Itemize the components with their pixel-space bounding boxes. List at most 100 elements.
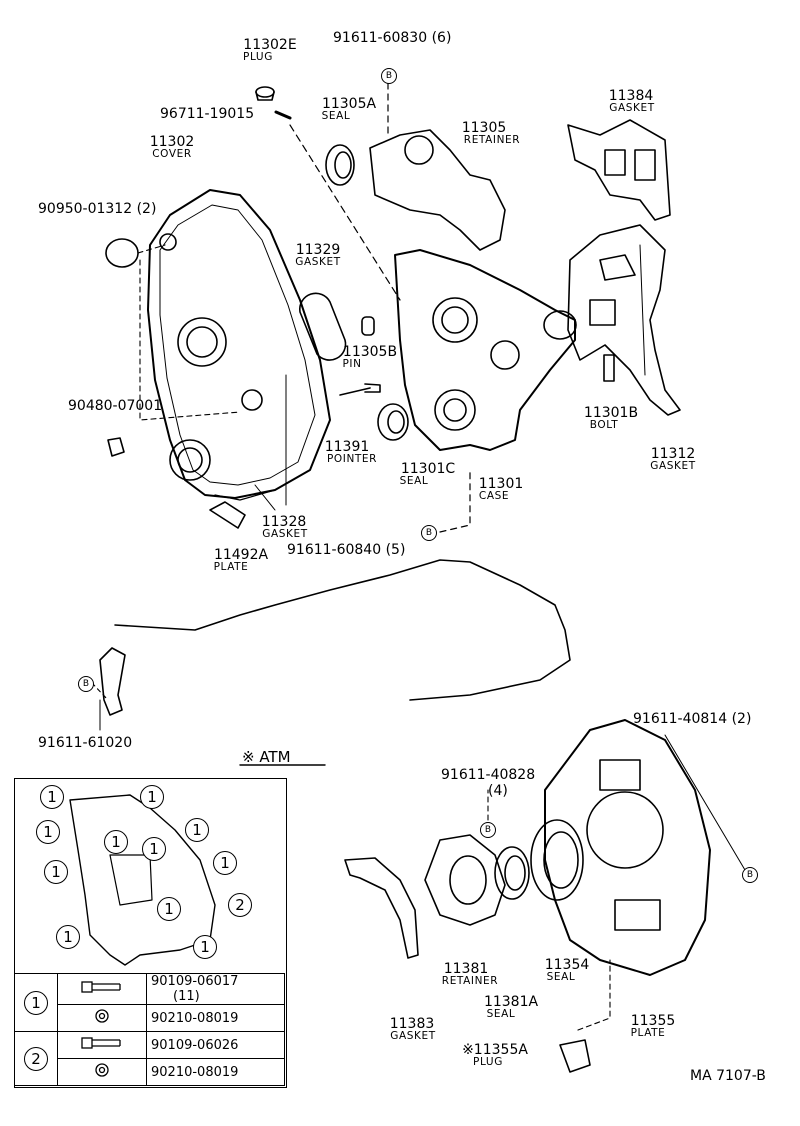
atm-mark-1: 1 xyxy=(44,860,68,884)
label-91611-60830: 91611-60830 (6) xyxy=(333,30,452,46)
label-11302e-name: PLUG xyxy=(243,51,273,63)
plate-11355-drawing xyxy=(544,719,711,976)
label-11312-num: 11312 xyxy=(650,446,696,462)
atm-mark-1: 1 xyxy=(40,785,64,809)
label-11492a-num: 11492A xyxy=(213,547,269,563)
gasket-11312-drawing xyxy=(567,224,681,416)
bolt-icon xyxy=(81,981,121,993)
label-11302-name: COVER xyxy=(152,148,192,160)
atm-mark-1: 1 xyxy=(56,925,80,949)
label-11384-num: 11384 xyxy=(608,88,654,104)
legend-row: 2 90109-06026 xyxy=(14,1031,285,1086)
label-11301b-name: BOLT xyxy=(589,419,619,431)
label-11305-num: 11305 xyxy=(461,120,507,136)
legend-row: 90210-08019 xyxy=(15,1058,285,1086)
label-11305a-num: 11305A xyxy=(321,96,377,112)
label-96711-19015: 96711-19015 xyxy=(160,106,255,122)
gasket-11383-drawing xyxy=(344,857,419,959)
label-11312-name: GASKET xyxy=(650,460,696,472)
label-91611-60840: 91611-60840 (5) xyxy=(287,542,406,558)
label-11329-num: 11329 xyxy=(295,242,341,258)
label-11381a-num: 11381A xyxy=(483,994,539,1010)
label-11301b-num: 11301B xyxy=(583,405,639,421)
label-11383-name: GASKET xyxy=(390,1030,436,1042)
b-marker-retainer: B xyxy=(480,822,496,838)
atm-mark-1: 1 xyxy=(185,818,209,842)
plug-11302e-drawing xyxy=(255,86,275,101)
pointer-11391-drawing xyxy=(339,383,381,396)
label-11355a-name: PLUG xyxy=(473,1056,503,1068)
atm-legend-box xyxy=(14,778,287,1088)
pin-11305b-drawing xyxy=(361,316,375,336)
legend-key-1: 1 xyxy=(24,990,48,1015)
label-11301-num: 11301 xyxy=(478,476,524,492)
label-11354-num: 11354 xyxy=(544,957,590,973)
label-11383-num: 11383 xyxy=(389,1016,435,1032)
label-11302e-num: 11302E xyxy=(243,37,297,53)
washer-icon xyxy=(95,1063,109,1077)
gasket-11384-drawing xyxy=(567,119,671,221)
label-91611-40828-num: 91611-40828 xyxy=(441,767,536,783)
bolt-11301b-drawing xyxy=(603,354,615,382)
bracket-91611-61020-drawing xyxy=(99,647,126,716)
b-marker-case: B xyxy=(421,525,437,541)
plug-90480-drawing xyxy=(107,437,125,457)
cover-11302-drawing xyxy=(147,189,331,499)
gasket-11329-drawing xyxy=(298,292,347,361)
label-11301c-name: SEAL xyxy=(399,475,429,487)
seal-11305a-drawing xyxy=(325,144,355,186)
label-11381-name: RETAINER xyxy=(441,975,499,987)
legend-qty-1: (11) xyxy=(173,989,200,1004)
label-11328-name: GASKET xyxy=(262,528,308,540)
label-11381-num: 11381 xyxy=(443,961,489,977)
label-11329-name: GASKET xyxy=(295,256,341,268)
label-11391-num: 11391 xyxy=(324,439,370,455)
label-11384-name: GASKET xyxy=(609,102,655,114)
label-11381a-name: SEAL xyxy=(486,1008,516,1020)
atm-legend-table: 1 90109-06017(11) 90210-08019 2 90109-06… xyxy=(14,973,285,1086)
b-marker-plate: B xyxy=(742,867,758,883)
atm-mark-1: 1 xyxy=(213,851,237,875)
legend-part-3: 90109-06026 xyxy=(146,1031,285,1059)
retainer-11381-drawing xyxy=(424,834,506,926)
gasket-11328-drawing xyxy=(214,489,276,501)
label-90950-01312: 90950-01312 (2) xyxy=(38,201,157,217)
label-11355-name: PLATE xyxy=(630,1027,666,1039)
legend-part-1: 90109-06017 xyxy=(151,974,239,989)
label-11302-num: 11302 xyxy=(149,134,195,150)
seal-11301c-drawing xyxy=(377,403,409,441)
atm-mark-1: 1 xyxy=(140,785,164,809)
label-11305a-name: SEAL xyxy=(321,110,351,122)
atm-mark-2: 2 xyxy=(228,893,252,917)
label-11305-name: RETAINER xyxy=(463,134,521,146)
b-marker-bracket: B xyxy=(78,676,94,692)
atm-mark-1: 1 xyxy=(36,820,60,844)
label-11492a-name: PLATE xyxy=(213,561,249,573)
plate-11492a-drawing xyxy=(209,501,246,529)
atm-mark-1: 1 xyxy=(193,935,217,959)
seal-11381a-drawing xyxy=(494,846,530,900)
label-11391-name: POINTER xyxy=(326,453,378,465)
engine-outline xyxy=(114,559,571,701)
atm-cover-sketch xyxy=(69,794,216,966)
footer-code: MA 7107-B xyxy=(690,1068,766,1084)
b-marker-top: B xyxy=(381,68,397,84)
legend-row: 1 90109-06017(11) xyxy=(14,973,285,1032)
retainer-11305-drawing xyxy=(369,129,506,251)
label-11301c-num: 11301C xyxy=(400,461,456,477)
label-11328-num: 11328 xyxy=(261,514,307,530)
legend-part-2: 90210-08019 xyxy=(146,1004,285,1032)
atm-mark-1: 1 xyxy=(104,830,128,854)
seal-11354-drawing xyxy=(530,819,584,901)
label-91611-40828-qty: (4) xyxy=(488,783,508,799)
legend-key-2: 2 xyxy=(24,1046,48,1071)
label-11305b-num: 11305B xyxy=(342,344,398,360)
label-90480-07001: 90480-07001 xyxy=(68,398,163,414)
label-11355a-num: ※11355A xyxy=(462,1042,528,1058)
atm-mark-1: 1 xyxy=(142,837,166,861)
case-11301-drawing xyxy=(394,249,576,451)
washer-icon xyxy=(95,1009,109,1023)
label-91611-61020: 91611-61020 xyxy=(38,735,133,751)
plug-11355a-drawing xyxy=(559,1039,591,1073)
